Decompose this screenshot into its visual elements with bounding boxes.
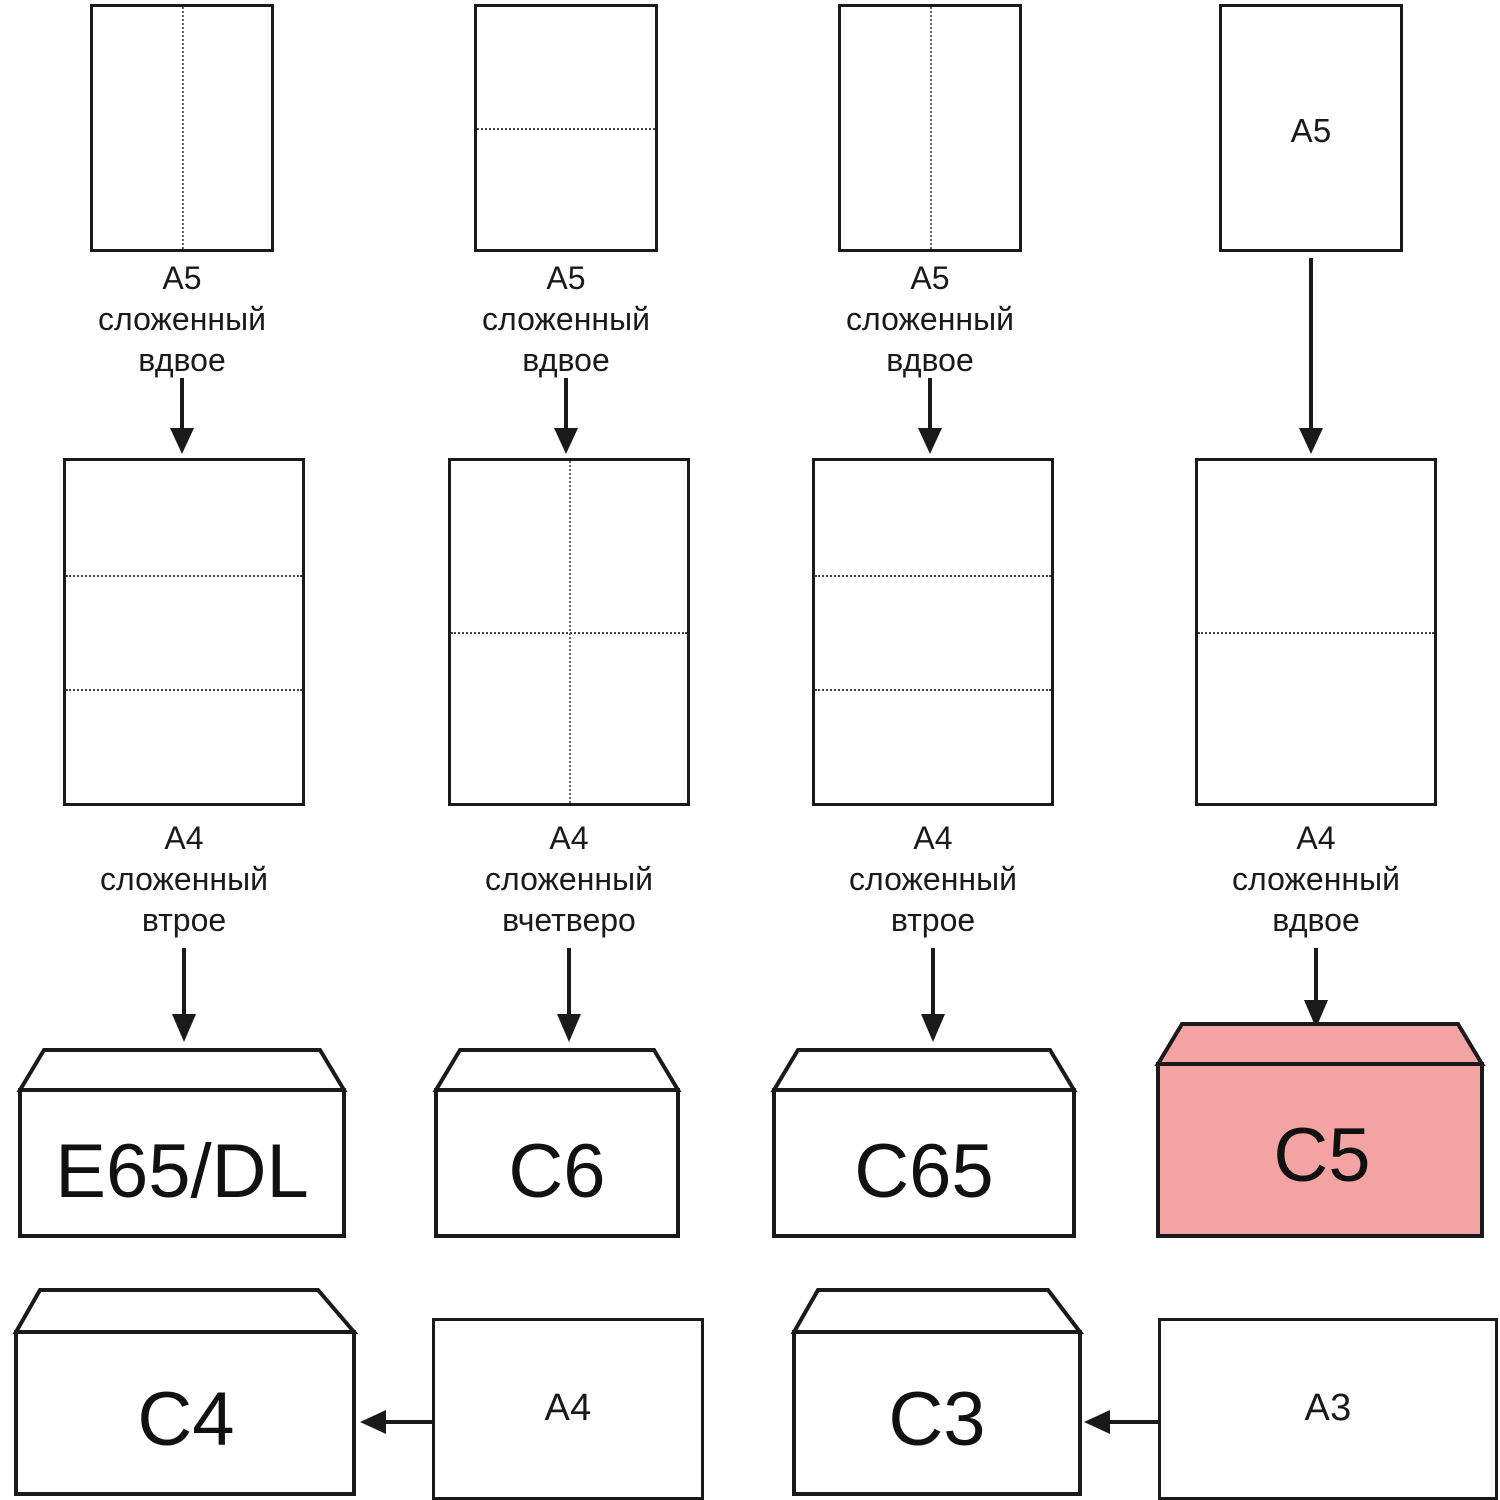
envelope-body: [1156, 1062, 1484, 1238]
paper-sheet-a4-col2: [448, 458, 690, 806]
caption-col1-top: A5 сложенный вдвое: [98, 260, 266, 378]
paper-sheet-a5-col1: [90, 4, 274, 252]
envelope-body: [434, 1088, 680, 1238]
arrow-col1-to-envelope: [160, 948, 208, 1044]
envelope-c3: C3: [786, 1280, 1088, 1498]
envelope-body: [18, 1088, 346, 1238]
fold-line-vertical: [930, 7, 932, 249]
arrow-col4-down: [1287, 258, 1335, 456]
arrow-col2-to-envelope: [545, 948, 593, 1044]
envelope-flap: [770, 1048, 1078, 1092]
envelope-c65: C65: [764, 1038, 1084, 1240]
caption-col3-mid: A4 сложенный втрое: [849, 820, 1017, 938]
paper-sheet-label-a4: A4: [544, 1387, 592, 1429]
envelope-c6: C6: [426, 1038, 688, 1240]
envelope-flap: [16, 1048, 348, 1092]
fold-line-horizontal: [477, 128, 655, 130]
fold-line-horizontal: [1198, 632, 1434, 634]
envelope-body: [792, 1330, 1082, 1496]
arrow-col3-to-envelope: [909, 948, 957, 1044]
fold-line-horizontal: [451, 632, 687, 634]
caption-col1-mid: A4 сложенный втрое: [100, 820, 268, 938]
envelope-body: [14, 1330, 356, 1496]
paper-sheet-a4-col4: [1195, 458, 1437, 806]
paper-sheet-a5-col3: [838, 4, 1022, 252]
caption-col2-mid: A4 сложенный вчетверо: [485, 820, 653, 938]
paper-sheet-label-a5: A5: [1290, 112, 1332, 149]
arrow-a3-to-c3: [1082, 1402, 1160, 1442]
arrow-col4-to-envelope: [1292, 948, 1340, 1030]
paper-sheet-label-a3: A3: [1304, 1387, 1352, 1429]
arrow-col2-down: [542, 378, 590, 456]
fold-line-horizontal-upper: [815, 574, 1051, 577]
paper-sheet-a5-col2: [474, 4, 658, 252]
paper-sheet-a4-bottom: A4: [432, 1318, 704, 1500]
paper-sheet-a4-col3: [812, 458, 1054, 806]
envelope-body: [772, 1088, 1076, 1238]
fold-line-horizontal-upper: [66, 574, 302, 577]
caption-col2-top: A5 сложенный вдвое: [482, 260, 650, 378]
arrow-a4-to-c4: [358, 1402, 436, 1442]
caption-col3-top: A5 сложенный вдвое: [846, 260, 1014, 378]
arrow-col1-down: [158, 378, 206, 456]
envelope-c4: C4: [8, 1280, 364, 1498]
envelope-flap: [432, 1048, 682, 1092]
arrow-col3-down: [906, 378, 954, 456]
paper-sheet-a3-bottom: A3: [1158, 1318, 1498, 1500]
paper-sheet-a4-col1: [63, 458, 305, 806]
caption-col4-mid: A4 сложенный вдвое: [1232, 820, 1400, 938]
envelope-flap: [12, 1288, 359, 1334]
paper-sheet-a5-col4: A5: [1219, 4, 1403, 252]
envelope-e65-dl: E65/DL: [8, 1038, 356, 1240]
fold-line-horizontal-lower: [815, 688, 1051, 691]
envelope-flap: [1154, 1022, 1486, 1066]
fold-line-horizontal-lower: [66, 688, 302, 691]
fold-line-vertical: [182, 7, 184, 249]
envelope-flap: [790, 1288, 1085, 1334]
envelope-c5-highlighted: C5: [1148, 1012, 1496, 1242]
